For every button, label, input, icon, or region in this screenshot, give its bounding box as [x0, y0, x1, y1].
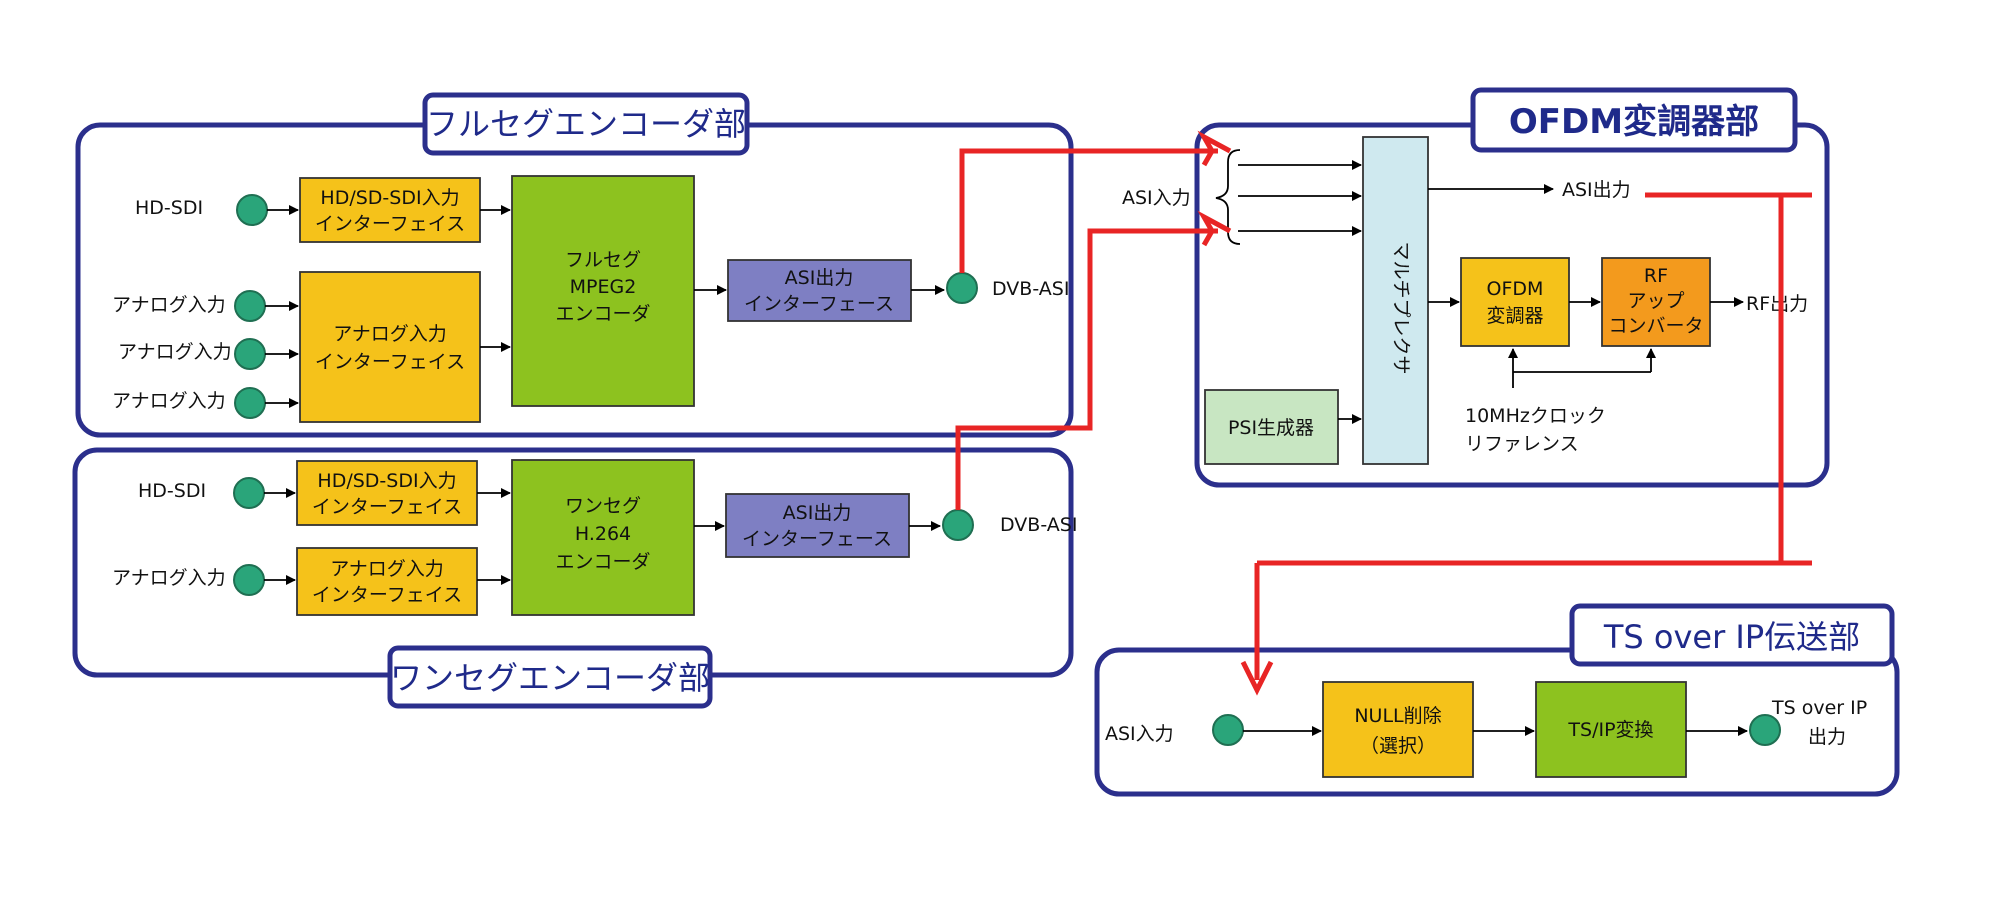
- svg-text:マルチプレクサ: マルチプレクサ: [1390, 241, 1412, 374]
- ofdm-section-title: OFDM変調器部: [1509, 102, 1759, 142]
- ts-ip-converter-block: TS/IP変換: [1535, 681, 1687, 778]
- svg-text:ASI出力: ASI出力: [783, 502, 852, 524]
- svg-text:HD/SD-SDI入力: HD/SD-SDI入力: [317, 470, 456, 492]
- svg-text:フルセグ: フルセグ: [565, 249, 641, 271]
- tsip-out-label-1: TS over IP: [1771, 697, 1867, 719]
- oneseg-hd-sdi-label: HD-SDI: [138, 480, 206, 502]
- oneseg-hdsdi-interface-block: HD/SD-SDI入力 インターフェイス: [296, 460, 478, 526]
- fullseg-hdsdi-interface-block: HD/SD-SDI入力 インターフェイス: [299, 177, 481, 243]
- fullseg-section-title: フルセグエンコーダ部: [426, 105, 746, 143]
- tsip-asi-in-label: ASI入力: [1105, 723, 1174, 745]
- psi-generator-block: PSI生成器: [1204, 389, 1339, 465]
- svg-text:変調器: 変調器: [1486, 305, 1543, 327]
- fullseg-analog-interface-block: アナログ入力 インターフェイス: [299, 271, 481, 423]
- oneseg-dvb-asi-node: [942, 509, 974, 541]
- svg-text:HD/SD-SDI入力: HD/SD-SDI入力: [320, 187, 459, 209]
- svg-text:インターフェイス: インターフェイス: [312, 496, 462, 518]
- tsip-out-label-2: 出力: [1808, 726, 1846, 748]
- clock-reference-label-2: リファレンス: [1465, 433, 1579, 455]
- rf-output-label: RF出力: [1746, 293, 1808, 315]
- asi-input-brace: [1215, 149, 1241, 245]
- tsip-asi-in-node: [1212, 714, 1244, 746]
- red-signal-paths: [955, 130, 1812, 696]
- oneseg-dvb-asi-label: DVB-ASI: [1000, 514, 1077, 536]
- svg-text:インターフェース: インターフェース: [742, 528, 892, 550]
- svg-text:TS/IP変換: TS/IP変換: [1567, 719, 1653, 741]
- fullseg-analog-node-1: [234, 290, 266, 322]
- fullseg-hd-sdi-node: [236, 194, 268, 226]
- svg-text:H.264: H.264: [575, 523, 631, 545]
- tsip-section-title: TS over IP伝送部: [1603, 618, 1860, 656]
- oneseg-h264-encoder-block: ワンセグ H.264 エンコーダ: [511, 459, 695, 616]
- svg-text:RF: RF: [1644, 265, 1668, 287]
- svg-text:OFDM: OFDM: [1487, 278, 1544, 300]
- svg-text:エンコーダ: エンコーダ: [555, 303, 650, 325]
- oneseg-asi-output-interface-block: ASI出力 インターフェース: [725, 493, 910, 558]
- svg-text:コンバータ: コンバータ: [1608, 315, 1703, 337]
- fullseg-analog-label-3: アナログ入力: [112, 390, 226, 412]
- svg-text:MPEG2: MPEG2: [570, 276, 637, 298]
- fullseg-dvb-asi-node: [946, 272, 978, 304]
- ofdm-modulator-block: OFDM 変調器: [1460, 257, 1570, 347]
- tsip-out-node: [1749, 714, 1781, 746]
- ts-over-ip-section: TS over IP伝送部 ASI入力 NULL削除 （選択） TS/IP変換 …: [1094, 603, 1900, 797]
- svg-text:エンコーダ: エンコーダ: [555, 551, 650, 573]
- fullseg-asi-output-interface-block: ASI出力 インターフェース: [727, 259, 912, 322]
- svg-text:ASI出力: ASI出力: [785, 267, 854, 289]
- oneseg-encoder-section: ワンセグエンコーダ部 HD-SDI アナログ入力 HD/SD-SDI入力 インタ…: [72, 447, 1077, 709]
- null-removal-block: NULL削除 （選択）: [1322, 681, 1474, 778]
- fullseg-analog-node-2: [234, 338, 266, 370]
- ofdm-asi-out-label: ASI出力: [1562, 179, 1631, 201]
- oneseg-hd-sdi-node: [233, 477, 265, 509]
- svg-text:インターフェイス: インターフェイス: [312, 584, 462, 606]
- svg-text:アナログ入力: アナログ入力: [333, 323, 447, 345]
- oneseg-section-title: ワンセグエンコーダ部: [390, 659, 710, 697]
- fullseg-analog-label-1: アナログ入力: [112, 294, 226, 316]
- svg-text:（選択）: （選択）: [1360, 735, 1436, 757]
- svg-text:ワンセグ: ワンセグ: [565, 495, 641, 517]
- multiplexer-block: マルチプレクサ: [1362, 136, 1429, 465]
- svg-text:インターフェース: インターフェース: [744, 293, 894, 315]
- oneseg-to-ofdm-signal: [955, 228, 1218, 510]
- fullseg-analog-label-2: アナログ入力: [118, 341, 232, 363]
- fullseg-analog-node-3: [234, 387, 266, 419]
- oneseg-analog-node: [233, 564, 265, 596]
- oneseg-analog-label: アナログ入力: [112, 567, 226, 589]
- fullseg-encoder-section: フルセグエンコーダ部 HD-SDI アナログ入力 アナログ入力 アナログ入力 H…: [75, 92, 1074, 438]
- svg-text:インターフェイス: インターフェイス: [315, 351, 465, 373]
- fullseg-hd-sdi-label: HD-SDI: [135, 197, 203, 219]
- svg-text:アップ: アップ: [1627, 290, 1684, 312]
- svg-text:NULL削除: NULL削除: [1354, 705, 1441, 727]
- svg-text:PSI生成器: PSI生成器: [1228, 417, 1314, 439]
- rf-upconverter-block: RF アップ コンバータ: [1601, 257, 1711, 347]
- clock-reference-label-1: 10MHzクロック: [1465, 405, 1606, 427]
- fullseg-mpeg2-encoder-block: フルセグ MPEG2 エンコーダ: [511, 175, 695, 407]
- svg-text:アナログ入力: アナログ入力: [330, 558, 444, 580]
- fullseg-to-ofdm-signal: [959, 148, 1218, 273]
- oneseg-analog-interface-block: アナログ入力 インターフェイス: [296, 547, 478, 616]
- fullseg-dvb-asi-label: DVB-ASI: [992, 278, 1069, 300]
- ofdm-modulator-section: OFDM変調器部 ASI入力 マルチプレクサ PSI生成器 ASI出力 OFDM…: [1122, 87, 1830, 488]
- svg-text:インターフェイス: インターフェイス: [315, 213, 465, 235]
- ofdm-asi-in-label: ASI入力: [1122, 187, 1191, 209]
